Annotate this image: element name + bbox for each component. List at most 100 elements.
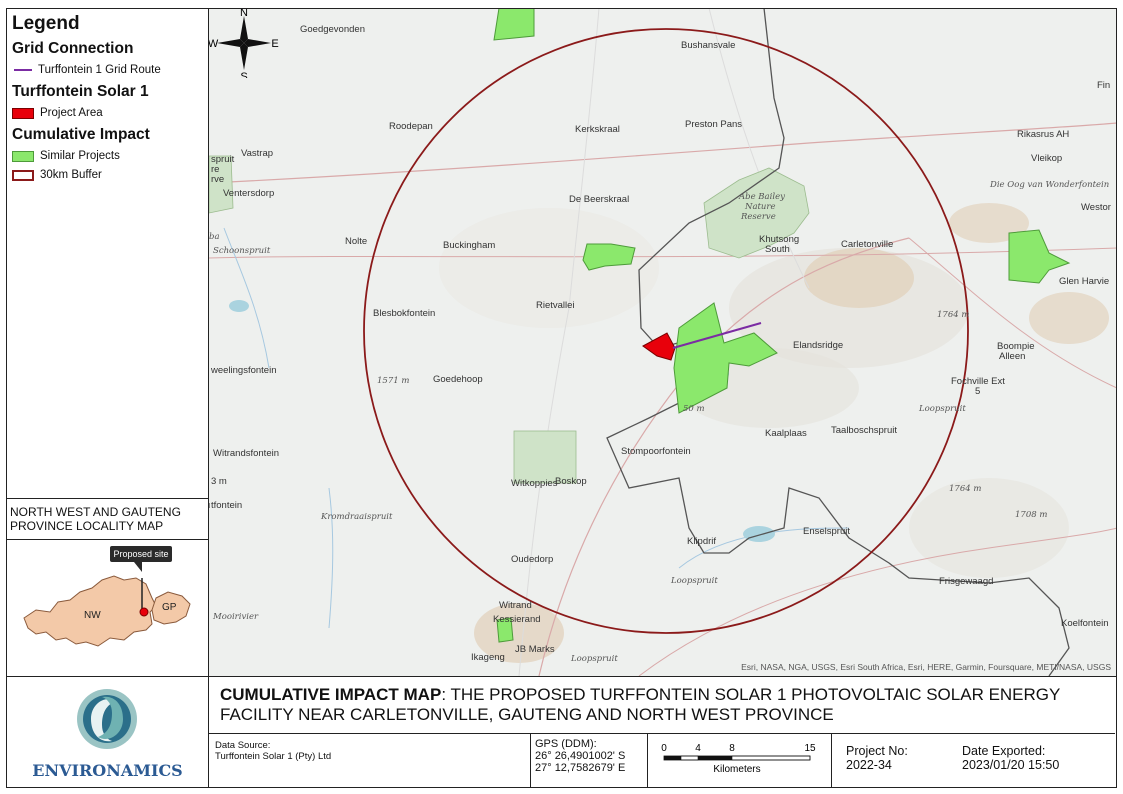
map-label: Blesbokfontein bbox=[373, 308, 436, 319]
north-arrow: N S W E bbox=[209, 8, 279, 78]
map-label: Mooirivier bbox=[213, 612, 259, 622]
legend-heading-cumulative: Cumulative Impact bbox=[12, 126, 150, 143]
gps-lon: 27° 12,7582679' E bbox=[535, 762, 626, 774]
map-label: De Beerskraal bbox=[569, 194, 630, 205]
similar-project-east bbox=[1008, 229, 1071, 284]
map-label: Witrandsfontein bbox=[213, 448, 280, 459]
map-label: Loopspruit bbox=[671, 576, 718, 586]
date-exported-label: Date Exported: bbox=[962, 744, 1046, 758]
environamics-logo-icon bbox=[77, 689, 137, 749]
legend-label: 30km Buffer bbox=[40, 169, 102, 181]
north-label: N bbox=[240, 8, 248, 19]
map-label: Koelfontein bbox=[1061, 618, 1109, 629]
map-label: Witrand bbox=[499, 600, 532, 611]
map-attribution: Esri, NASA, NGA, USGS, Esri South Africa… bbox=[741, 662, 1111, 672]
gps-cell: GPS (DDM): 26° 26,4901002' S 27° 12,7582… bbox=[531, 734, 648, 788]
map-label: spruit bbox=[211, 154, 235, 165]
project-no-label: Project No: bbox=[846, 744, 908, 758]
map-label: Rietvallei bbox=[536, 300, 575, 311]
title-block: ENVIRONAMICS CUMULATIVE IMPACT MAP: THE … bbox=[6, 676, 1117, 788]
scale-tick-label: 0 bbox=[661, 743, 667, 754]
legend-title: Legend bbox=[12, 13, 80, 34]
map-label: Kerkskraal bbox=[575, 124, 620, 135]
map-label: South bbox=[765, 244, 790, 255]
map-label: Witkoppies bbox=[511, 478, 558, 489]
map-label: Klipdrif bbox=[687, 536, 717, 547]
map-label: Boskop bbox=[555, 476, 587, 487]
buffer-swatch bbox=[12, 169, 34, 181]
park-area bbox=[513, 430, 577, 484]
potchefstroom-urban bbox=[474, 603, 564, 663]
map-label: Schoonspruit bbox=[213, 246, 271, 256]
map-label: Reserve bbox=[741, 212, 776, 222]
nature-reserve bbox=[703, 167, 810, 259]
similar-project-south bbox=[496, 617, 514, 643]
legend-item-project-area: Project Area bbox=[12, 106, 202, 120]
scale-tick-label: 15 bbox=[804, 743, 816, 754]
gps-lat: 26° 26,4901002' S bbox=[535, 750, 626, 762]
data-source-label: Data Source: bbox=[215, 740, 271, 751]
scale-tick-label: 8 bbox=[729, 743, 735, 754]
south-label: S bbox=[240, 71, 247, 78]
gp-label: GP bbox=[162, 602, 177, 613]
map-label: Goedehoop bbox=[433, 374, 483, 385]
project-no-value: 2022-34 bbox=[846, 758, 892, 772]
buffer-30km-circle bbox=[363, 28, 969, 634]
gauteng-province-shape bbox=[151, 591, 191, 625]
main-map[interactable]: N S W E Goedgevonden Bushansvale Fin Roo… bbox=[209, 8, 1117, 676]
map-label: Frisgewaagd bbox=[939, 576, 994, 587]
legend-item-buffer: 30km Buffer bbox=[12, 168, 202, 182]
map-label: Loopspruit bbox=[919, 404, 966, 414]
map-label: Boompie bbox=[997, 341, 1035, 352]
scale-bar: 0 4 8 15 Kilometers bbox=[661, 743, 816, 775]
map-label: ba bbox=[209, 232, 220, 242]
map-label: Westor bbox=[1081, 202, 1111, 213]
map-frame bbox=[6, 8, 1117, 788]
map-label: weelingsfontein bbox=[211, 365, 277, 376]
map-label: 3 m bbox=[211, 476, 227, 487]
map-label: Nature bbox=[745, 202, 776, 212]
map-label: Carletonville bbox=[841, 239, 894, 250]
callout-label: Proposed site bbox=[113, 549, 168, 559]
map-label: 1571 m bbox=[377, 376, 410, 386]
project-area-turffontein bbox=[642, 332, 676, 361]
callout-box bbox=[110, 546, 172, 562]
map-title-bold: CUMULATIVE IMPACT MAP bbox=[220, 685, 442, 704]
map-label: tfontein bbox=[211, 500, 243, 511]
scale-bar-cell: 0 4 8 15 Kilometers bbox=[648, 734, 832, 788]
map-label: Vastrap bbox=[241, 148, 274, 159]
locality-map-title: NORTH WEST AND GAUTENG PROVINCE LOCALITY… bbox=[6, 498, 209, 540]
project-no-cell: Project No: 2022-34 bbox=[832, 734, 958, 788]
map-label: Oudedorp bbox=[511, 554, 554, 565]
map-label: Khutsong bbox=[759, 234, 800, 245]
project-area-swatch bbox=[12, 107, 34, 119]
map-title: CUMULATIVE IMPACT MAP: THE PROPOSED TURF… bbox=[220, 685, 1110, 725]
map-label: Abe Bailey bbox=[739, 192, 785, 202]
map-title-rest: : THE PROPOSED TURFFONTEIN SOLAR 1 PHOTO… bbox=[220, 685, 1061, 724]
map-label: Ikageng bbox=[471, 652, 505, 663]
legend-label: Project Area bbox=[40, 107, 103, 119]
east-label: E bbox=[271, 38, 278, 50]
map-label: Roodepan bbox=[389, 121, 433, 132]
map-label: 50 m bbox=[683, 404, 705, 414]
map-label: Glen Harvie bbox=[1059, 276, 1110, 287]
similar-project-mid-west bbox=[582, 243, 636, 271]
map-label: Kromdraaispruit bbox=[321, 512, 393, 522]
locality-map: Proposed site NW GP bbox=[6, 540, 209, 676]
logo-text: ENVIRONAMICS bbox=[32, 761, 183, 780]
legend-label: Turffontein 1 Grid Route bbox=[38, 64, 161, 76]
map-label: Vleikop bbox=[1031, 153, 1063, 164]
map-label: Bushansvale bbox=[681, 40, 736, 51]
date-exported-value: 2023/01/20 15:50 bbox=[962, 758, 1060, 772]
map-label: Buckingham bbox=[443, 240, 496, 251]
map-label: re bbox=[211, 164, 220, 175]
map-label: Goedgevonden bbox=[300, 24, 365, 35]
proposed-site-marker bbox=[139, 607, 149, 617]
similar-projects-swatch bbox=[12, 150, 34, 162]
info-row: Data Source: Turffontein Solar 1 (Pty) L… bbox=[209, 733, 1115, 788]
scale-tick-label: 4 bbox=[695, 743, 701, 754]
map-label: Kaalplaas bbox=[765, 428, 807, 439]
map-label: Ventersdorp bbox=[223, 188, 275, 199]
map-label: Kessierand bbox=[493, 614, 541, 625]
grid-route-line bbox=[672, 322, 762, 349]
